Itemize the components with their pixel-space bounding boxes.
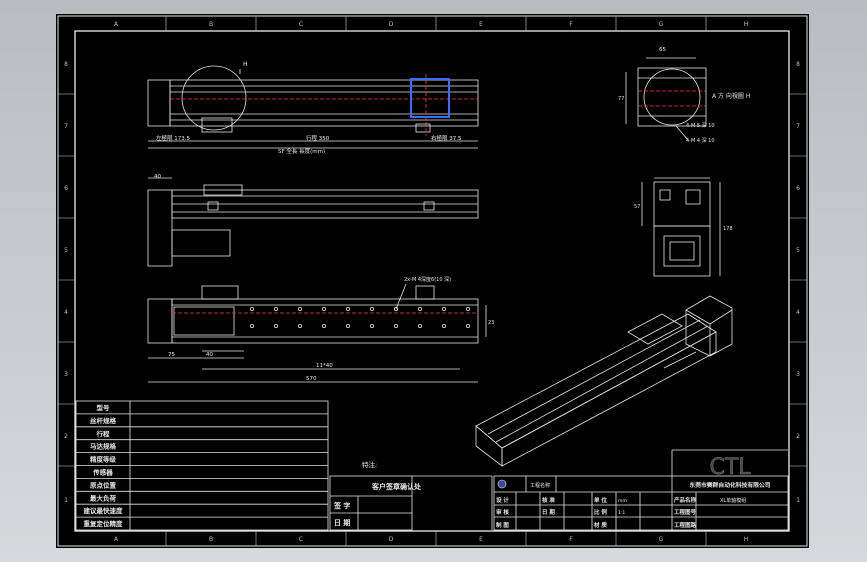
col-letter: A	[114, 21, 119, 28]
check-label: 审 核	[496, 508, 509, 516]
date-field-label: 日 期	[542, 508, 555, 516]
end-view-note-2: 4-M 4 深 10	[686, 137, 715, 144]
dim-a: 75	[168, 352, 175, 358]
col-letter: D	[389, 21, 394, 28]
design-label: 设 计	[496, 496, 509, 504]
dim-left-limit: 左極限 173.5	[156, 134, 190, 142]
drawing-sheet: A B C D E F G H A B C D E F G H 8 7 6 5 …	[56, 14, 809, 548]
top-view-label-h: H	[243, 61, 248, 68]
end-view-dim-left: 77	[618, 96, 624, 102]
col-letter: H	[744, 21, 749, 28]
col-letter: E	[479, 21, 483, 28]
row-number: 7	[796, 123, 800, 130]
col-letter: A	[114, 536, 119, 543]
col-letter: G	[659, 21, 664, 28]
dim-d: 570	[306, 376, 317, 382]
remarks-label: 特注:	[362, 460, 377, 469]
col-letter: C	[299, 21, 303, 28]
drawing-no-label: 工程图号	[674, 508, 697, 516]
param-row-label: 传感器	[92, 467, 113, 476]
end-view-title: A 方 向視圖 H	[712, 92, 750, 100]
unit-value: mm	[618, 499, 627, 504]
row-number: 7	[64, 123, 68, 130]
front-view	[641, 177, 721, 277]
top-view	[147, 65, 479, 149]
company-name: 东莞市赛群自动化科技有限公司	[689, 481, 770, 489]
project-label: 工程名称	[530, 482, 550, 489]
dim-e: 23	[488, 320, 494, 326]
isometric-view	[475, 295, 733, 467]
row-number: 2	[796, 433, 800, 440]
cad-drawing: A B C D E F G H A B C D E F G H 8 7 6 5 …	[57, 15, 808, 547]
row-number: 8	[796, 61, 800, 68]
dim-c: 11*40	[316, 363, 333, 369]
product-name-label: 产品名称	[674, 496, 697, 504]
material-label: 材 质	[594, 521, 607, 529]
zone-ticks	[58, 16, 807, 546]
approve-label: 核 准	[542, 496, 555, 504]
dim-total-length: SF 全長 長度(mm)	[278, 147, 325, 155]
dim-travel: 行程 350	[306, 134, 330, 142]
front-view-dim-right: 178	[723, 226, 733, 232]
dim-right-limit: 右極限 37.5	[431, 134, 462, 142]
product-name: XL单轴模组	[720, 497, 746, 504]
col-letter: F	[569, 536, 573, 543]
end-view-dim-top: 65	[659, 47, 666, 53]
row-number: 6	[796, 185, 800, 192]
col-letter: B	[209, 536, 213, 543]
row-number: 6	[64, 185, 68, 192]
row-number: 4	[796, 309, 800, 316]
company-logo: CTL	[709, 455, 751, 480]
unit-label: 单 位	[594, 496, 607, 504]
row-number: 1	[64, 497, 68, 504]
confirm-box	[329, 475, 493, 531]
col-letter: F	[569, 21, 573, 28]
end-view-note-1: 4-M 5 深 10	[686, 122, 715, 129]
col-letter: C	[299, 536, 303, 543]
date-label: 日 期	[334, 518, 350, 527]
param-row-label: 行程	[96, 429, 111, 438]
row-number: 2	[64, 433, 68, 440]
row-number: 3	[796, 371, 800, 378]
row-number: 5	[64, 247, 68, 254]
sign-label: 签 字	[333, 501, 350, 510]
col-letter: G	[659, 536, 664, 543]
scale-label: 比 例	[594, 508, 607, 516]
row-number: 8	[64, 61, 68, 68]
projection-symbol	[497, 479, 507, 489]
col-letter: H	[744, 536, 749, 543]
outer-frame	[57, 15, 808, 547]
param-row-label: 最大负荷	[90, 493, 117, 502]
param-row-label: 丝杆规格	[90, 416, 117, 425]
col-letter: D	[389, 536, 394, 543]
param-row-label: 马达规格	[90, 442, 117, 451]
title-block	[493, 449, 789, 531]
row-number: 3	[64, 371, 68, 378]
param-row-label: 精度等级	[90, 455, 117, 464]
side-view	[147, 177, 479, 267]
dim-b: 40	[206, 352, 213, 358]
param-row-label: 原点位置	[90, 480, 117, 489]
bottom-view-hole-note: 2x-M 4深度6(10 深)	[404, 276, 451, 283]
drawing-path-label: 工程图路	[674, 521, 697, 529]
param-row-label: 重复定位精度	[84, 519, 124, 528]
scale-value: 1:1	[618, 510, 625, 516]
col-letter: E	[479, 536, 483, 543]
row-number: 5	[796, 247, 800, 254]
bottom-view	[147, 283, 487, 383]
front-view-dim-v: 57	[634, 204, 640, 210]
row-number: 4	[64, 309, 68, 316]
end-view-a	[625, 57, 707, 141]
confirm-title: 客户签章确认处	[371, 482, 422, 491]
draw-label: 制 图	[496, 521, 509, 529]
row-number: 1	[796, 497, 800, 504]
param-row-label: 建议最快速度	[83, 506, 124, 515]
param-row-label: 型号	[97, 403, 111, 412]
inner-frame	[74, 30, 790, 532]
col-letter: B	[209, 21, 213, 28]
dim-motor-height: 40	[154, 174, 161, 180]
